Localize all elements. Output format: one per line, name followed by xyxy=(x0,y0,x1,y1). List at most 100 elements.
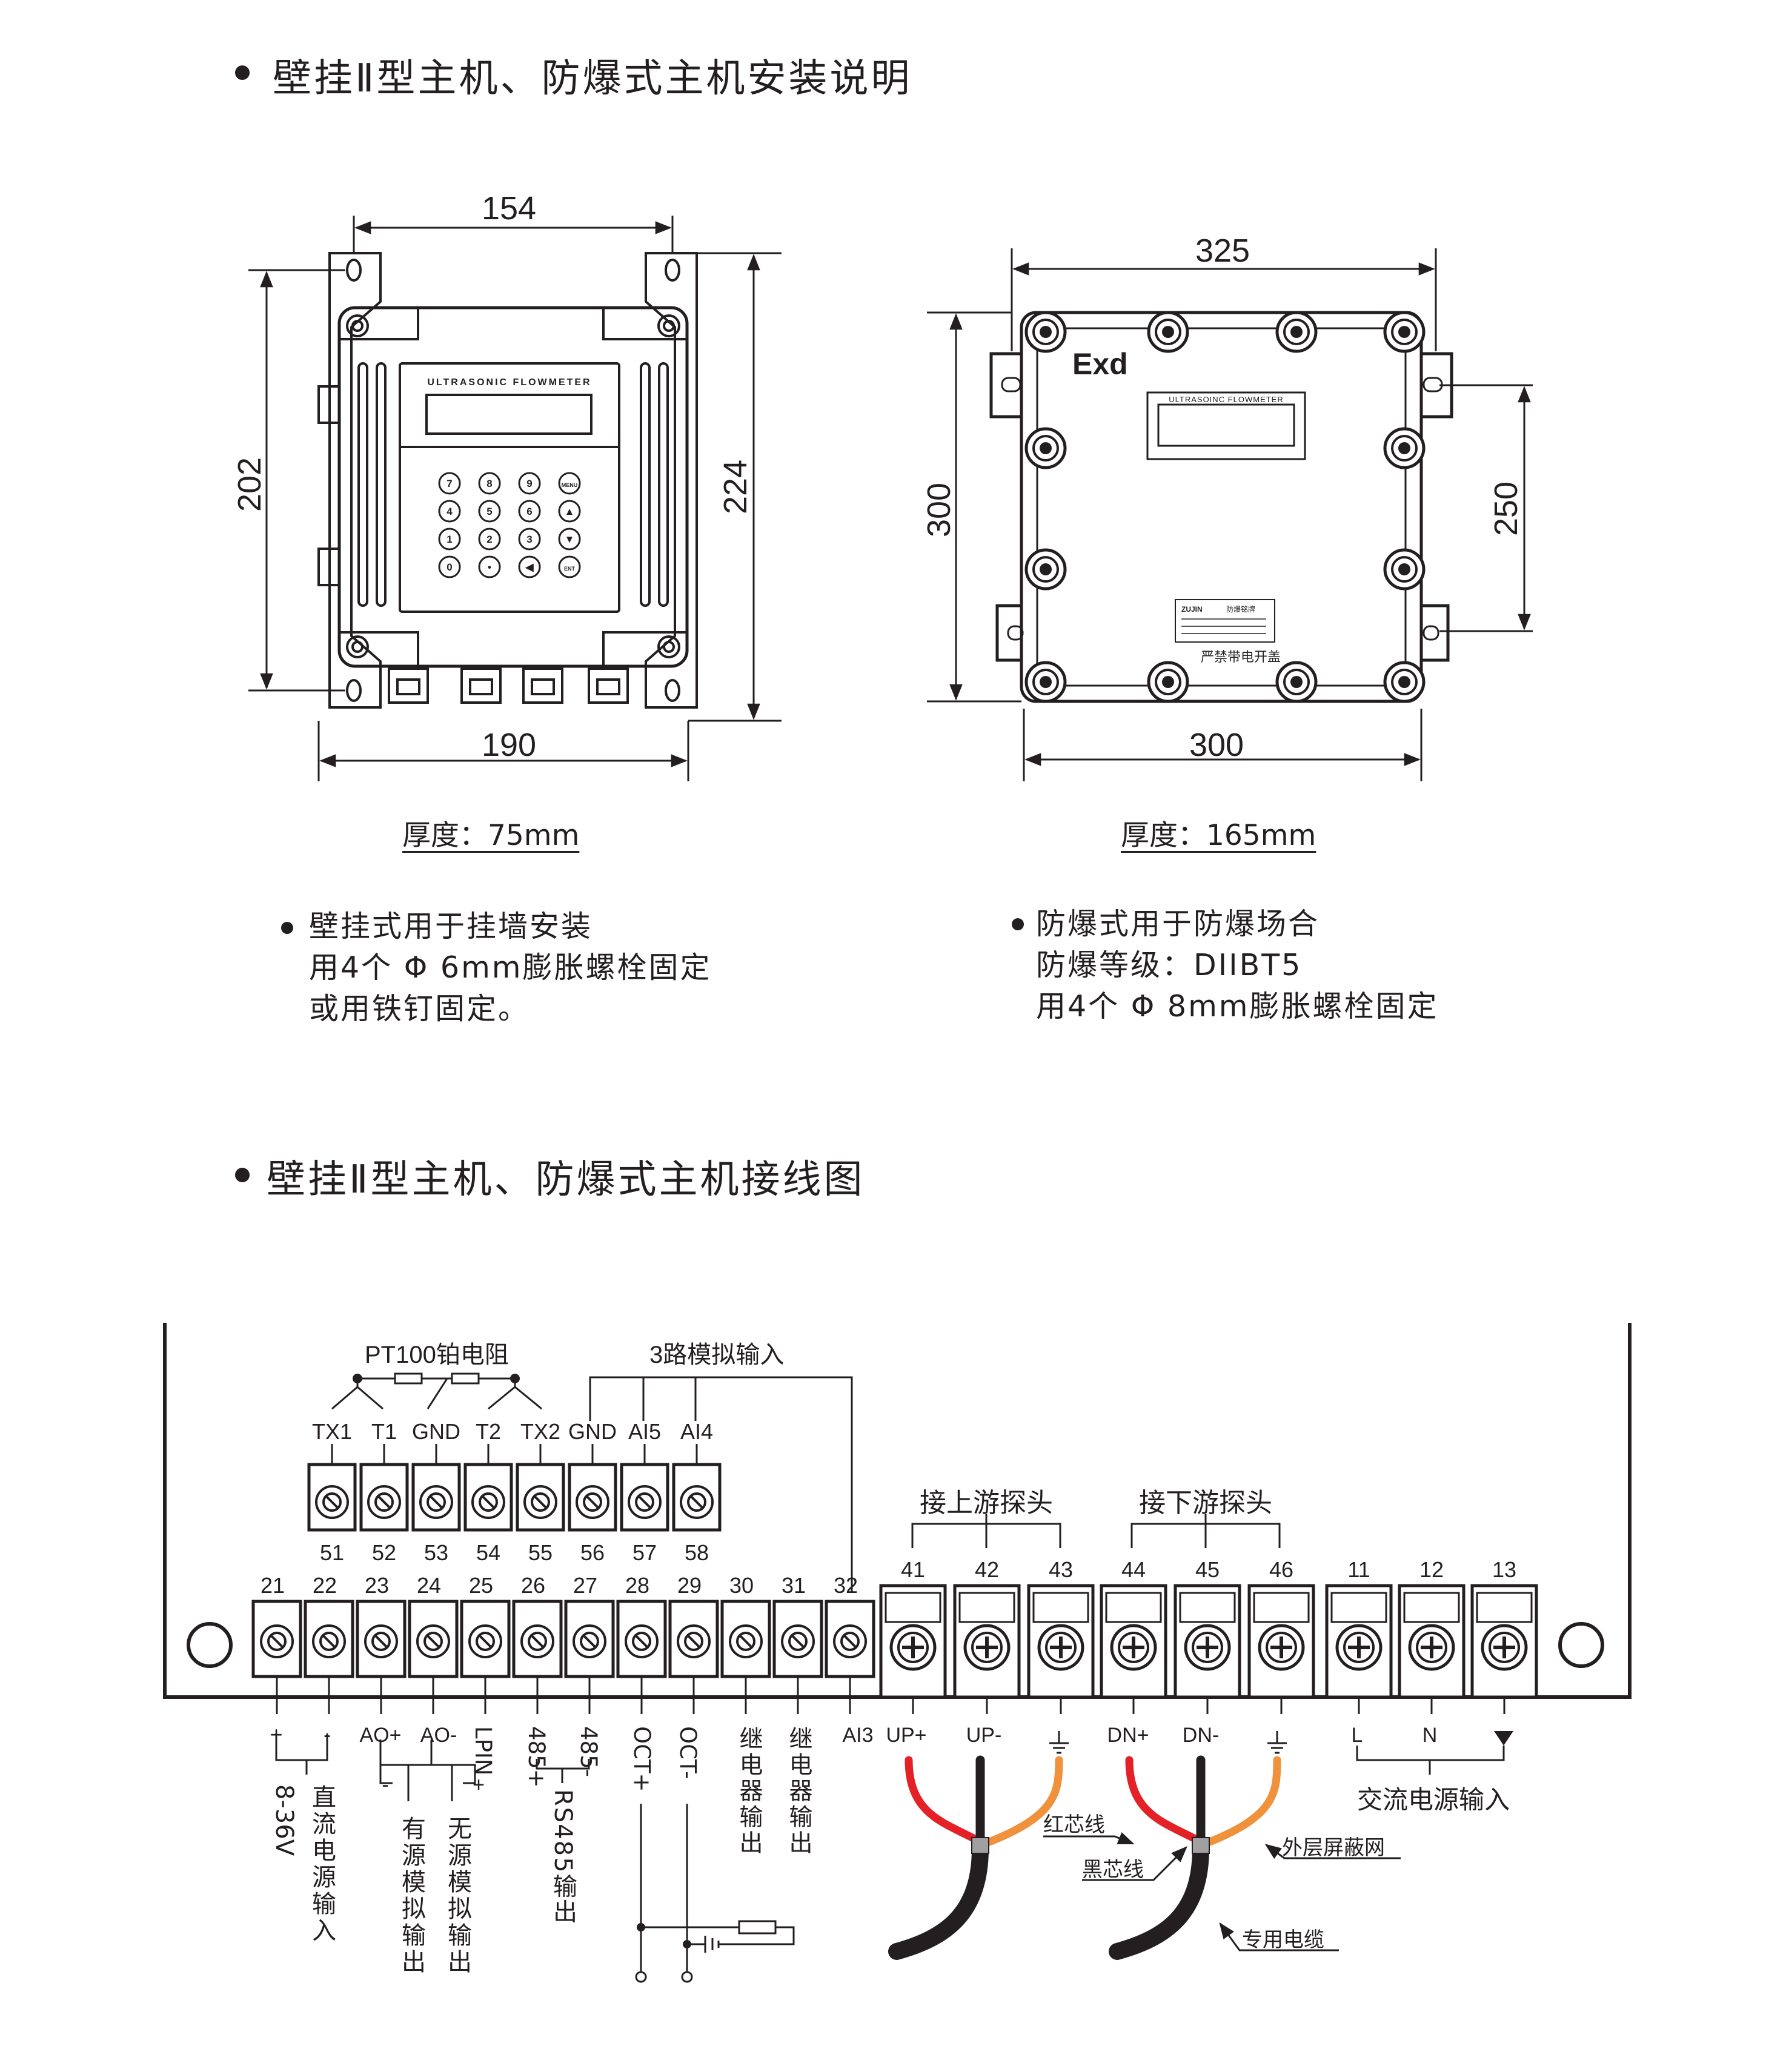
label-485-minus: 485- xyxy=(576,1726,602,1777)
oct-node xyxy=(683,1940,691,1948)
upper-terminal-number: 53 xyxy=(424,1540,448,1565)
keypad-key-label: ENT xyxy=(564,566,576,572)
lower-terminal-number: 31 xyxy=(782,1573,806,1598)
probe-power-terminal xyxy=(1247,1584,1315,1714)
explosion-bolt-icon xyxy=(1277,313,1316,351)
lower-terminal-number: 21 xyxy=(261,1573,285,1598)
upper-terminal-label: T2 xyxy=(476,1419,501,1444)
terminal-screw-icon xyxy=(680,1485,714,1519)
keypad-key-label: 8 xyxy=(486,478,492,489)
probe-terminal-number: 12 xyxy=(1419,1557,1444,1582)
keypad-key-label: ◀ xyxy=(525,561,534,573)
pt100-node-right xyxy=(510,1374,520,1383)
cable-glands xyxy=(388,667,629,704)
section2-bullet xyxy=(235,1168,250,1182)
keypad-key: 6 xyxy=(518,500,541,523)
lower-terminal xyxy=(251,1600,302,1714)
probe-power-terminal xyxy=(1100,1584,1167,1714)
upper-terminal-label: TX1 xyxy=(312,1419,352,1444)
keypad-key: 4 xyxy=(438,500,461,523)
explosion-display-frame xyxy=(1146,391,1306,460)
explosion-note-2: 防爆等级：DIIBT5 xyxy=(1036,948,1303,982)
upper-terminal-label: AI4 xyxy=(680,1419,713,1444)
label-ao-minus: AO- xyxy=(420,1724,457,1747)
label-plus: + xyxy=(270,1722,282,1747)
label-up-minus: UP- xyxy=(966,1724,1002,1747)
upper-terminal-label: GND xyxy=(412,1419,460,1444)
probe-power-terminal xyxy=(1325,1584,1393,1714)
caption-passive-analog: 无源模拟输出 xyxy=(443,1816,471,1976)
probe-power-terminal xyxy=(1174,1584,1241,1714)
explosion-dim-left: 300 xyxy=(921,483,957,537)
explosion-left-tab-top xyxy=(989,352,1021,419)
terminal-screw-icon xyxy=(833,1624,867,1658)
keypad-key-label: 1 xyxy=(446,534,452,545)
lower-terminal xyxy=(616,1600,667,1714)
explosion-bolt-icon xyxy=(1385,313,1424,351)
upper-terminal xyxy=(307,1444,357,1532)
lower-terminal xyxy=(460,1600,511,1714)
oct-node xyxy=(637,1923,645,1931)
explosion-mark: Exd xyxy=(1072,347,1128,381)
explosion-bolt-icon xyxy=(1385,550,1424,589)
ear-slot-icon xyxy=(346,679,362,702)
lower-terminal-number: 23 xyxy=(365,1573,389,1598)
terminal-screw-icon xyxy=(471,1485,505,1519)
terminal-screw-icon xyxy=(729,1624,763,1658)
probe-terminal-number: 45 xyxy=(1195,1557,1220,1582)
caption-shield: 外层屏蔽网 xyxy=(1282,1836,1385,1859)
keypad-key-label: 9 xyxy=(526,478,532,489)
upper-terminal-number: 54 xyxy=(476,1540,500,1565)
pe-ground-icon xyxy=(1494,1731,1513,1746)
upper-terminal-number: 57 xyxy=(632,1540,657,1565)
terminal-screw-icon xyxy=(315,1485,349,1519)
wall-unit-lcd xyxy=(425,394,593,435)
probe-power-terminal xyxy=(953,1584,1021,1714)
lower-terminal xyxy=(825,1600,875,1714)
keypad-key-label: 2 xyxy=(486,534,492,545)
keypad-key-label: 3 xyxy=(526,534,532,545)
terminal-screw-icon xyxy=(312,1624,346,1658)
probe-power-terminal xyxy=(1398,1584,1466,1714)
nameplate-brand: ZUJIN xyxy=(1181,605,1203,614)
upstream-label: 接上游探头 xyxy=(920,1488,1053,1518)
lower-terminal xyxy=(304,1600,354,1714)
upper-terminal-number: 58 xyxy=(685,1540,709,1565)
ear-slot-icon xyxy=(346,259,362,282)
wall-note-1: 壁挂式用于挂墙安装 xyxy=(309,909,593,944)
keypad-key: 9 xyxy=(518,472,541,495)
terminal-screw-icon xyxy=(576,1485,609,1519)
keypad-key: ▲ xyxy=(558,500,581,523)
explosion-right-tab-bottom xyxy=(1421,604,1450,662)
keypad-key: • xyxy=(478,555,501,578)
group-analog: 3路模拟输入 xyxy=(649,1342,784,1368)
upper-terminal-number: 55 xyxy=(528,1540,553,1565)
label-485-plus: 485+ xyxy=(523,1726,549,1788)
label-oct-plus: OCT+ xyxy=(629,1726,655,1792)
probe-power-terminal xyxy=(1027,1584,1095,1714)
upper-terminal-label: AI5 xyxy=(628,1419,661,1444)
explosion-dim-right: 250 xyxy=(1488,482,1524,536)
wall-note-3: 或用铁钉固定。 xyxy=(309,991,530,1026)
ground-icon xyxy=(1049,1731,1069,1754)
explosion-thickness: 厚度：165mm xyxy=(1121,819,1316,852)
label-relay-1: 继电器输出 xyxy=(735,1726,763,1856)
label-passive-plus: + xyxy=(473,1773,485,1796)
lower-terminal-number: 27 xyxy=(573,1573,597,1598)
probe-terminal-number: 46 xyxy=(1269,1557,1293,1582)
keypad-key: 8 xyxy=(478,472,501,495)
label-n: N xyxy=(1422,1724,1438,1747)
upper-terminal-label: GND xyxy=(568,1419,617,1444)
board-mount-hole-left xyxy=(187,1622,233,1668)
keypad-key-label: 6 xyxy=(526,506,532,517)
terminal-screw-icon xyxy=(468,1624,502,1658)
keypad-key-label: ▼ xyxy=(565,534,575,545)
explosion-dim-top: 325 xyxy=(1195,233,1250,269)
probe-terminal-number: 11 xyxy=(1347,1557,1370,1582)
pt100-node-left xyxy=(353,1374,362,1383)
upper-terminal xyxy=(463,1444,513,1532)
explosion-notes: 防爆式用于防爆场合 防爆等级：DIIBT5 用4个 Φ 8mm膨胀螺栓固定 xyxy=(1036,904,1439,1027)
wall-notes-bullet xyxy=(281,922,293,934)
wall-unit-right-ear xyxy=(645,252,698,709)
